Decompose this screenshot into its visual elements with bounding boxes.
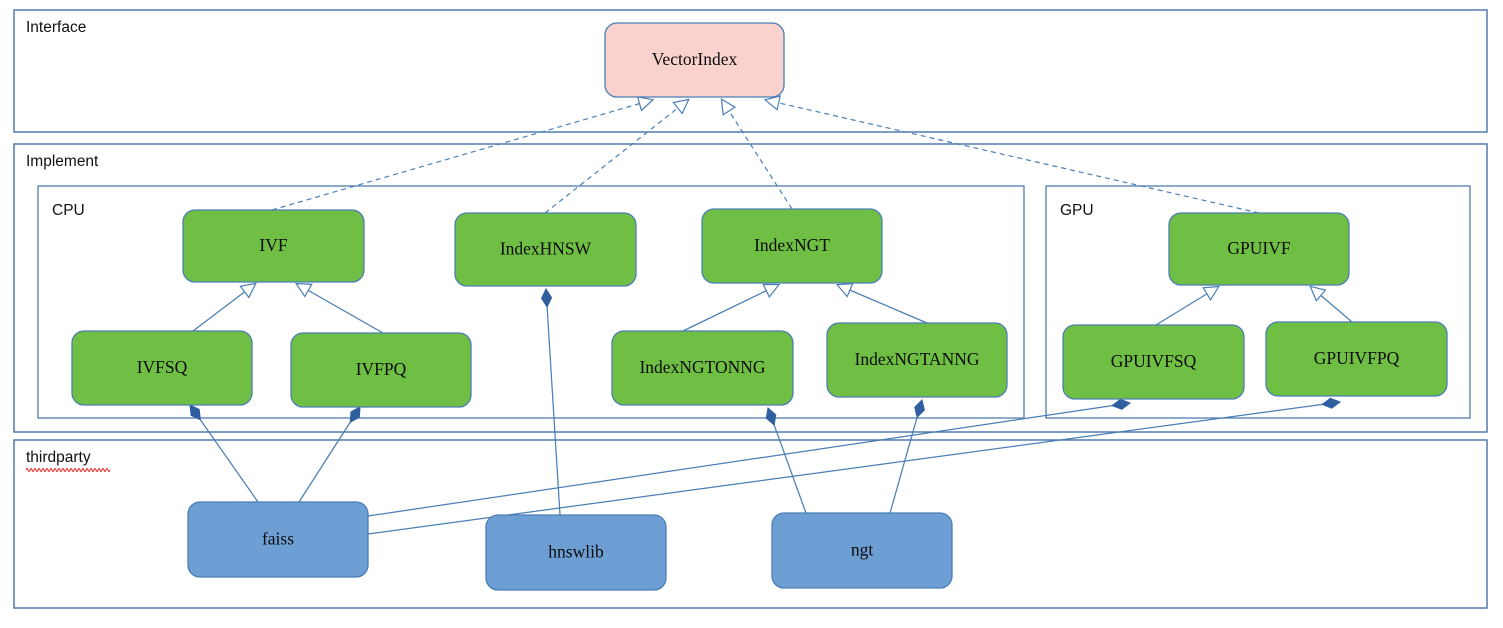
edge-markers-layer [189,95,1342,426]
node-box-indexngtonng[interactable] [611,330,794,406]
container-label-cpu: CPU [52,202,85,219]
arrowhead-hollow-triangle-e4 [763,95,782,111]
node-label-vectorindex: VectorIndex [652,49,738,69]
composition-diamond-e12 [349,406,361,424]
container-frame-interface [13,9,1488,133]
class-node-indexhnsw[interactable]: IndexHNSW [454,212,637,287]
node-label-ivfpq: IVFPQ [356,359,407,379]
class-node-ngt[interactable]: ngt [771,512,953,589]
composition-diamond-e11 [189,404,201,421]
node-label-faiss: faiss [262,529,294,549]
container-label-implement: Implement [26,153,99,170]
edge-faiss-to-gpuivfsq [367,402,1131,517]
class-node-ivfsq[interactable]: IVFSQ [71,330,253,406]
arrowhead-hollow-triangle-e7 [762,283,781,299]
container-frame-implement [13,143,1488,433]
arrowhead-hollow-triangle-e6 [294,282,313,298]
container-frame-cpu [37,185,1025,419]
class-node-indexngtonng[interactable]: IndexNGTONNG [611,330,794,406]
edge-faiss-to-gpuivfpq [367,401,1341,535]
spellcheck-underline-thirdparty [25,467,111,473]
node-label-gpuivfsq: GPUIVFSQ [1111,351,1197,371]
node-box-indexhnsw[interactable] [454,212,637,287]
container-frame-gpu [1045,185,1471,419]
node-box-hnswlib[interactable] [485,514,667,591]
composition-diamond-e16 [765,407,777,426]
node-box-gpuivfpq[interactable] [1265,321,1448,397]
composition-diamond-e17 [914,399,925,419]
class-node-ivfpq[interactable]: IVFPQ [290,332,472,408]
edge-indexngtanng-to-indexngt [837,284,928,324]
node-box-faiss[interactable] [187,501,369,578]
node-label-ivf: IVF [259,235,287,255]
composition-diamond-e14 [1321,397,1342,409]
node-label-indexngtanng: IndexNGTANNG [855,349,980,369]
node-box-ngt[interactable] [771,512,953,589]
node-box-ivfsq[interactable] [71,330,253,406]
composition-diamond-e15 [540,287,553,308]
node-label-ngt: ngt [851,540,874,560]
class-node-indexngt[interactable]: IndexNGT [701,208,883,284]
node-box-gpuivfsq[interactable] [1062,324,1245,400]
container-label-interface: Interface [26,19,86,36]
edge-faiss-to-ivfsq [189,404,259,503]
node-box-ivf[interactable] [182,209,365,283]
node-label-indexhnsw: IndexHNSW [500,239,592,259]
container-frames-layer [13,9,1488,609]
container-frame-thirdparty [13,439,1488,609]
arrowhead-hollow-triangle-e5 [239,282,257,299]
edge-indexhnsw-to-vectorindex [544,99,689,214]
arrowhead-hollow-triangle-e9 [1202,285,1220,301]
class-node-hnswlib[interactable]: hnswlib [485,514,667,591]
edge-hnswlib-to-indexhnsw [545,288,561,516]
class-node-gpuivf[interactable]: GPUIVF [1168,212,1350,286]
edge-ivfpq-to-ivf [296,283,384,334]
container-label-gpu: GPU [1060,202,1094,219]
edge-gpuivf-to-vectorindex [765,99,1260,214]
node-label-gpuivf: GPUIVF [1227,238,1290,258]
arrowhead-hollow-triangle-e10 [1309,285,1327,302]
arrowhead-hollow-triangle-e1 [636,96,655,112]
node-box-vectorindex[interactable] [604,22,785,98]
edge-indexngt-to-vectorindex [721,99,793,210]
edge-ivf-to-vectorindex [271,99,653,211]
container-label-thirdparty: thirdparty [26,449,91,466]
class-node-vectorindex[interactable]: VectorIndex [604,22,785,98]
class-node-indexngtanng[interactable]: IndexNGTANNG [826,322,1008,398]
node-box-ivfpq[interactable] [290,332,472,408]
node-label-indexngt: IndexNGT [754,235,830,255]
node-box-indexngtanng[interactable] [826,322,1008,398]
node-label-indexngtonng: IndexNGTONNG [639,357,765,377]
class-node-gpuivfpq[interactable]: GPUIVFPQ [1265,321,1448,397]
relationship-edges-layer [189,99,1353,535]
node-box-gpuivf[interactable] [1168,212,1350,286]
arrowhead-hollow-triangle-e8 [835,283,854,298]
class-node-faiss[interactable]: faiss [187,501,369,578]
arrowhead-hollow-triangle-e2 [672,98,690,115]
composition-diamond-e13 [1111,398,1132,410]
class-node-ivf[interactable]: IVF [182,209,365,283]
node-label-ivfsq: IVFSQ [137,357,188,377]
class-node-gpuivfsq[interactable]: GPUIVFSQ [1062,324,1245,400]
node-box-indexngt[interactable] [701,208,883,284]
node-label-gpuivfpq: GPUIVFPQ [1314,348,1400,368]
edge-indexngtonng-to-indexngt [682,284,779,332]
arrowhead-hollow-triangle-e3 [720,98,737,116]
edge-ngt-to-indexngtanng [889,399,923,514]
node-label-hnswlib: hnswlib [548,542,604,562]
